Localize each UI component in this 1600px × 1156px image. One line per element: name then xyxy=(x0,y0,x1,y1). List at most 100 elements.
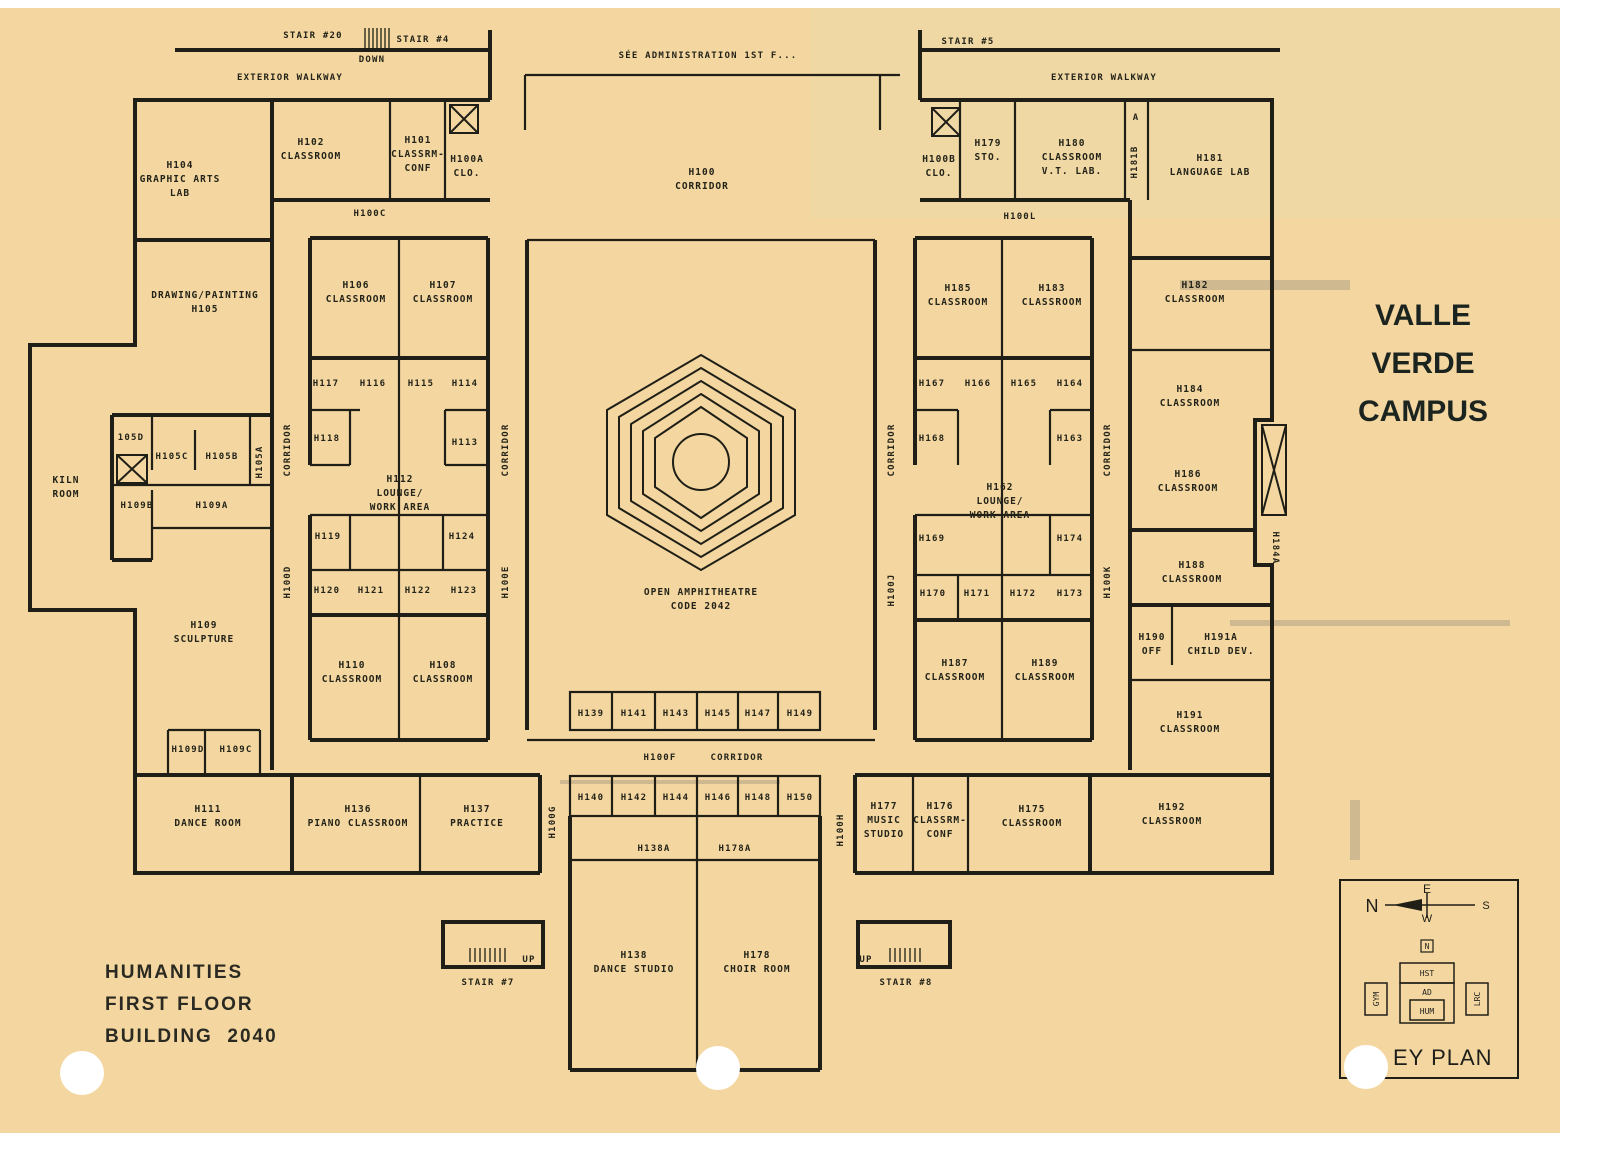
key-plan-label: EY PLAN xyxy=(1393,1045,1493,1070)
label-line: H100E xyxy=(501,565,511,598)
label-h145: H145 xyxy=(705,709,731,719)
label-h140: H140 xyxy=(578,793,604,803)
label-line: H166 xyxy=(965,379,991,389)
label-line: H107 xyxy=(430,280,457,291)
label-h169: H169 xyxy=(919,534,945,544)
label-line: KILN xyxy=(53,475,80,486)
label-stair-5: STAIR #5 xyxy=(942,37,995,47)
label-h105c: H105C xyxy=(155,452,188,462)
label-h100l: H100L xyxy=(1003,212,1036,222)
label-h116: H116 xyxy=(360,379,386,389)
label-line: H124 xyxy=(449,532,475,542)
label-line: ROOM xyxy=(53,489,80,500)
label-see-admin: SÉE ADMINISTRATION 1ST F... xyxy=(619,49,798,61)
label-line: H185 xyxy=(945,283,972,294)
label-line: H105 xyxy=(192,304,219,315)
label-h109c: H109C xyxy=(219,745,252,755)
label-line: DOWN xyxy=(359,55,385,65)
label-line: OFF xyxy=(1142,646,1162,657)
label-h172: H172 xyxy=(1010,589,1036,599)
label-line: H148 xyxy=(745,793,771,803)
label-h105a: H105A xyxy=(255,445,265,478)
label-exterior-walkway-right: EXTERIOR WALKWAY xyxy=(1051,73,1157,83)
label-line: H181B xyxy=(1130,145,1140,178)
label-line: DANCE ROOM xyxy=(174,818,241,829)
label-line: H189 xyxy=(1032,658,1059,669)
label-line: STAIR #7 xyxy=(462,978,515,988)
label-h109a: H109A xyxy=(195,501,228,511)
label-line: H119 xyxy=(315,532,341,542)
label-h142: H142 xyxy=(621,793,647,803)
building-title-line-3: BUILDING 2040 xyxy=(105,1026,278,1047)
label-h164: H164 xyxy=(1057,379,1083,389)
label-line: H145 xyxy=(705,709,731,719)
label-line: H169 xyxy=(919,534,945,544)
label-line: H177 xyxy=(871,801,898,812)
label-h174: H174 xyxy=(1057,534,1083,544)
label-line: H118 xyxy=(314,434,340,444)
label-line: H144 xyxy=(663,793,689,803)
label-line: CORRIDOR xyxy=(675,181,729,192)
label-line: H184A xyxy=(1270,531,1280,564)
label-line: STAIR #5 xyxy=(942,37,995,47)
label-line: H105B xyxy=(205,452,238,462)
label-line: CORRIDOR xyxy=(501,424,511,477)
key-block-gym: GYM xyxy=(1372,992,1381,1007)
label-h120: H120 xyxy=(314,586,340,596)
label-line: WORK AREA xyxy=(970,510,1030,521)
label-line: LOUNGE/ xyxy=(976,496,1023,507)
label-line: H122 xyxy=(405,586,431,596)
label-line: H100 xyxy=(689,167,716,178)
label-h139: H139 xyxy=(578,709,604,719)
label-line: H146 xyxy=(705,793,731,803)
label-line: H143 xyxy=(663,709,689,719)
label-h170: H170 xyxy=(920,589,946,599)
label-h166: H166 xyxy=(965,379,991,389)
label-line: H181 xyxy=(1197,153,1224,164)
label-line: 105D xyxy=(118,433,144,443)
label-line: H101 xyxy=(405,135,432,146)
campus-title-line-3: CAMPUS xyxy=(1358,395,1488,428)
label-line: H187 xyxy=(942,658,969,669)
label-corridor-mid: CORRIDOR xyxy=(711,753,764,763)
label-line: UP xyxy=(522,955,535,965)
amphitheatre-seating xyxy=(606,353,796,572)
key-block-lrc: LRC xyxy=(1473,992,1482,1007)
label-line: H140 xyxy=(578,793,604,803)
stair-treads xyxy=(364,28,921,962)
walls xyxy=(28,30,1280,1072)
label-h100k: H100K xyxy=(1103,565,1113,598)
label-corridor-inner-left: CORRIDOR xyxy=(501,424,511,477)
label-corridor-inner-right: CORRIDOR xyxy=(887,424,897,477)
label-down: DOWN xyxy=(359,55,385,65)
label-line: H100K xyxy=(1103,565,1113,598)
label-line: H113 xyxy=(452,438,478,448)
label-h100c: H100C xyxy=(353,209,386,219)
label-line: CLASSROOM xyxy=(1160,398,1220,409)
label-h109d: H109D xyxy=(171,745,204,755)
label-line: STAIR #8 xyxy=(880,978,933,988)
label-line: H114 xyxy=(452,379,478,389)
label-line: CLASSRM- xyxy=(913,815,967,826)
key-block-n: N xyxy=(1425,942,1430,951)
label-h100g: H100G xyxy=(548,805,558,838)
label-stair-4: STAIR #4 xyxy=(397,35,450,45)
label-line: CORRIDOR xyxy=(283,424,293,477)
building-title-line-1: HUMANITIES xyxy=(105,962,243,983)
label-line: CLASSROOM xyxy=(1160,724,1220,735)
